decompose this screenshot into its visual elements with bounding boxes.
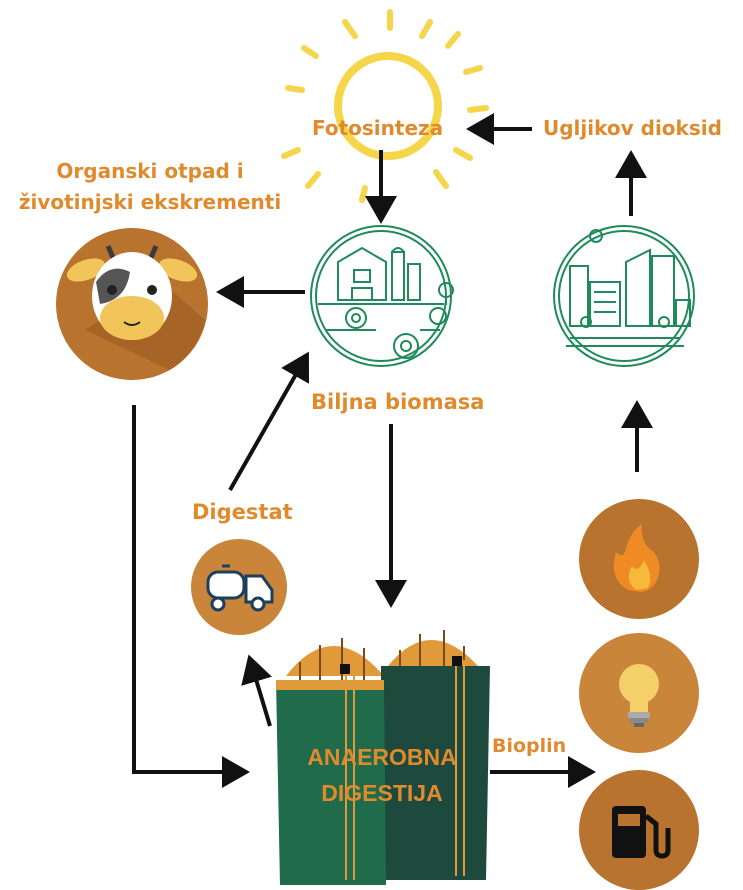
- cow-icon: [56, 228, 208, 380]
- arrow-digestate-to-biomass: [228, 351, 309, 491]
- arrow-digester-to-digestate: [241, 654, 272, 727]
- arrow-cow-to-digester: [132, 405, 250, 788]
- city-icon: [553, 225, 695, 367]
- bulb-icon: [579, 633, 699, 753]
- label-anaerobic-line2: DIGESTIJA: [321, 780, 443, 806]
- label-digestate: Digestat: [192, 500, 293, 524]
- label-carbon-dioxide: Ugljikov dioksid: [543, 116, 722, 140]
- label-plant-biomass: Biljna biomasa: [311, 390, 485, 414]
- fuel-pump-icon: [579, 770, 699, 890]
- label-biogas: Bioplin: [492, 735, 567, 757]
- label-organic-waste: Organski otpad i životinjski ekskrementi: [18, 159, 282, 214]
- label-anaerobic-line1: ANAEROBNA: [307, 744, 457, 770]
- silo-icon: [276, 630, 490, 885]
- truck-icon: [191, 539, 287, 635]
- sun-icon: [281, 9, 489, 203]
- fire-icon: [579, 499, 699, 619]
- flow-arrows: [132, 113, 653, 788]
- farm-icon: [310, 225, 454, 367]
- label-photosynthesis: Fotosinteza: [312, 116, 444, 140]
